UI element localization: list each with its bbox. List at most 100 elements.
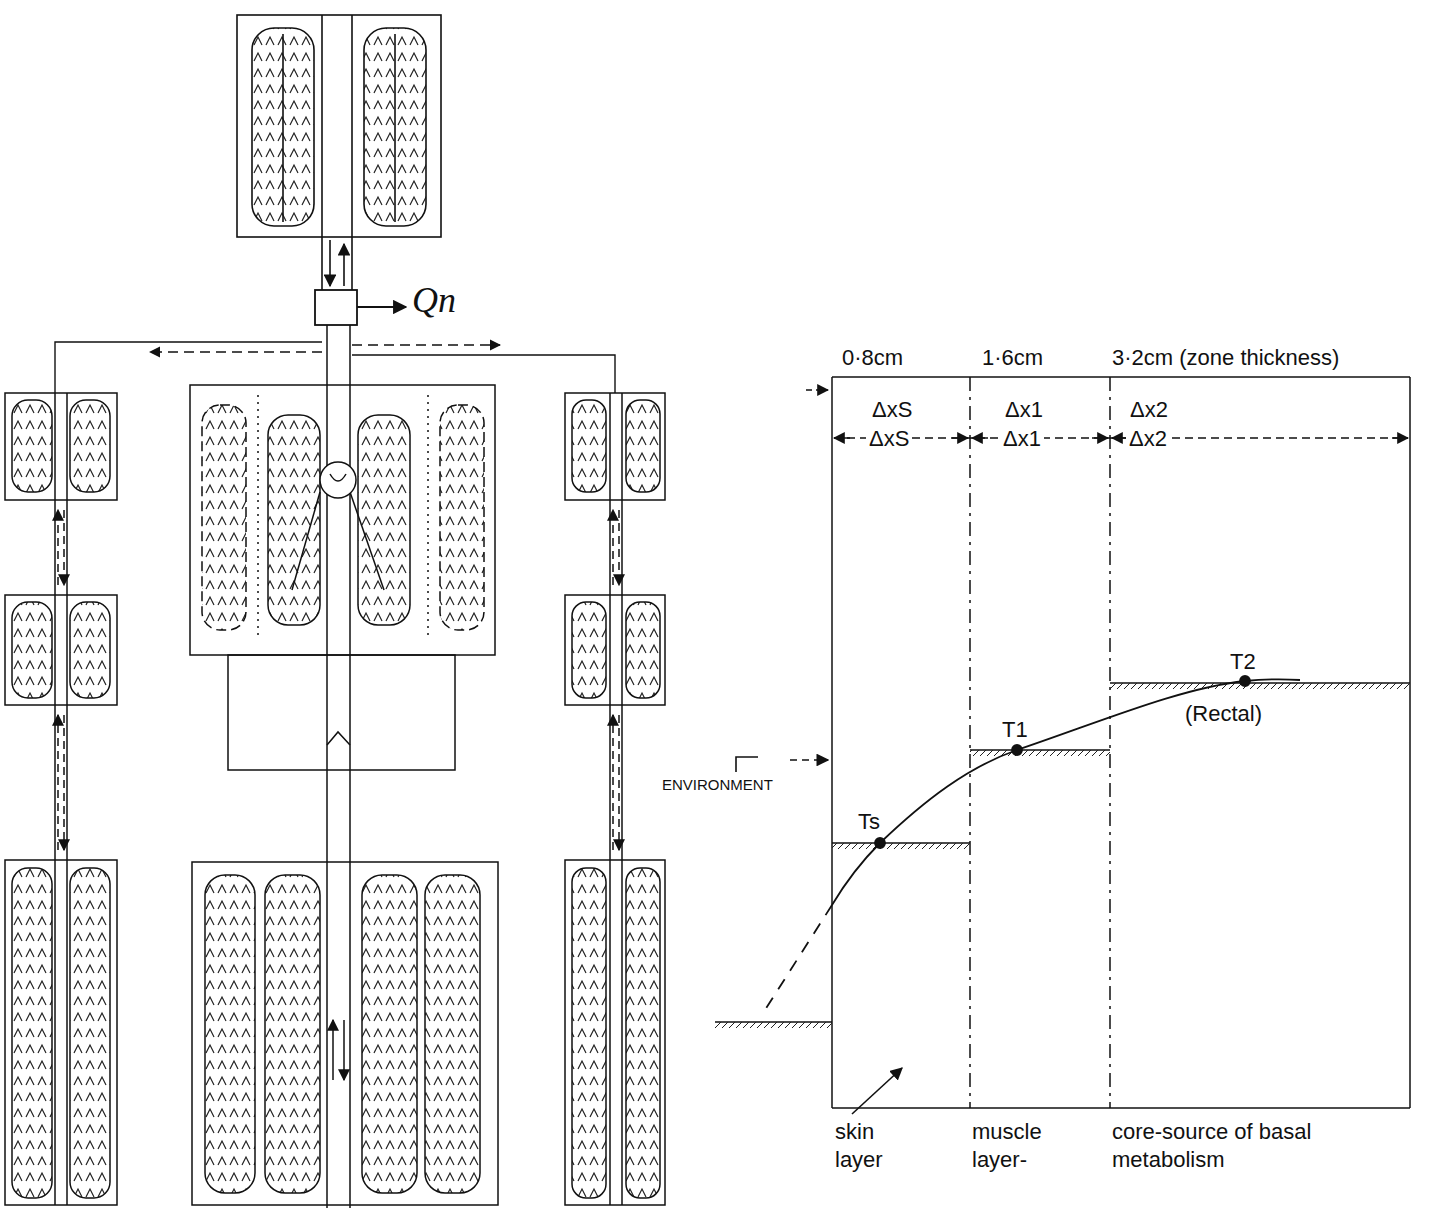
head-segment-part <box>329 240 331 286</box>
left-arm-part <box>70 868 110 1198</box>
trunk-segment-part <box>257 395 259 640</box>
arm-vessels-part <box>352 355 615 393</box>
zone-label: Δx1 <box>1000 425 1044 453</box>
left-arm <box>5 393 117 1205</box>
layer-zones-part <box>806 389 828 391</box>
leader-line <box>852 1068 902 1114</box>
layer-zones-part <box>1109 377 1111 1108</box>
pelvis-segment-part <box>228 655 455 770</box>
layer-zones-part <box>972 437 988 439</box>
left-arm-part <box>5 595 117 705</box>
leg-segment-part <box>332 1020 334 1080</box>
zone-label: Δx2 <box>1130 396 1168 424</box>
zone-label: Δx1 <box>1005 396 1043 424</box>
left-arm-part <box>63 715 65 850</box>
right-arm-part <box>565 393 665 500</box>
pelvis-segment <box>228 655 455 770</box>
layer-label: skin layer <box>835 1118 925 1173</box>
head-segment <box>237 15 441 290</box>
layer-zones-part <box>834 437 850 439</box>
left-arm-part <box>5 860 117 1205</box>
right-arm-part <box>572 602 606 698</box>
head-segment-part <box>343 244 345 286</box>
layer-zones-part <box>834 437 1408 439</box>
right-arm-part <box>618 715 620 850</box>
right-arm-part <box>626 400 660 492</box>
temperature-label: Ts <box>858 808 880 836</box>
dimension-label: 1·6cm <box>982 344 1043 372</box>
left-arm-part <box>63 510 65 585</box>
heat-flow-arrow <box>315 290 406 325</box>
temperature-label: T1 <box>1002 716 1028 744</box>
trunk-segment-part <box>320 462 356 498</box>
trunk-segment-part <box>440 405 484 630</box>
left-arm-part <box>5 393 117 500</box>
zone-label: ΔxS <box>872 396 912 424</box>
layer-zones-part <box>1092 437 1108 439</box>
right-arm-part <box>565 595 665 705</box>
temperature-profile-part <box>832 679 1300 905</box>
right-arm-part <box>626 868 660 1198</box>
region-label: ENVIRONMENT <box>662 776 773 795</box>
head-segment-part <box>364 28 426 226</box>
head-segment-part <box>252 28 314 226</box>
dimension-label: 3·2cm (zone thickness) <box>1112 344 1339 372</box>
trunk-segment-part <box>190 385 495 655</box>
trunk-segment-part <box>427 395 429 640</box>
right-arm-part <box>618 510 620 585</box>
right-arm <box>565 393 665 1205</box>
trunk-segment <box>190 325 495 1208</box>
zone-label: Δx2 <box>1126 425 1170 453</box>
trunk-segment-part <box>292 492 320 590</box>
heat-flow-arrow-part <box>315 290 357 325</box>
leg-segment-part <box>192 862 498 1205</box>
right-arm-part <box>621 393 623 1205</box>
layer-zones-part <box>1392 437 1408 439</box>
trunk-segment-part <box>330 474 346 481</box>
left-arm-part <box>12 602 52 698</box>
temperature-profile <box>765 676 1300 1010</box>
layer-zones <box>806 377 1410 1108</box>
head-segment-part <box>321 15 323 290</box>
trunk-segment-part <box>350 492 384 590</box>
temperature-profile-part <box>1012 745 1022 755</box>
arm-vessels-part <box>150 351 322 352</box>
right-arm-part <box>572 400 606 492</box>
left-arm-part <box>12 400 52 492</box>
temperature-levels-part <box>1110 683 1410 689</box>
head-segment-part <box>237 15 441 237</box>
right-arm-part <box>609 393 611 1205</box>
dimension-label: 0·8cm <box>842 344 903 372</box>
temperature-levels-part <box>832 843 970 849</box>
environment-marker <box>736 757 828 772</box>
arm-vessels-part <box>352 344 500 345</box>
leg-segment-part <box>265 875 320 1193</box>
left-arm-part <box>66 393 68 1205</box>
environment-marker-part <box>790 759 828 761</box>
heat-flow-arrow-part <box>357 306 406 308</box>
head-segment-part <box>282 34 284 222</box>
pelvis-segment-part <box>327 732 350 745</box>
leader-line-part <box>852 1068 902 1114</box>
temperature-profile-part <box>875 838 885 848</box>
trunk-segment-part <box>358 415 410 625</box>
left-arm-part <box>70 602 110 698</box>
layer-zones-part <box>831 377 833 1108</box>
layer-zones-part <box>1409 377 1411 1108</box>
right-arm-part <box>626 602 660 698</box>
flow-label: Qn <box>412 278 456 323</box>
note-label: (Rectal) <box>1185 700 1262 728</box>
right-arm-part <box>572 868 606 1198</box>
leg-segment <box>192 862 498 1205</box>
leg-segment-part <box>343 1020 345 1080</box>
left-arm-part <box>70 400 110 492</box>
right-arm-part <box>612 715 614 850</box>
leg-segment-part <box>362 875 417 1193</box>
layer-zones-part <box>832 376 1410 378</box>
leg-segment-part <box>205 875 255 1193</box>
left-arm-part <box>54 393 56 1205</box>
layer-zones-part <box>969 377 971 1108</box>
temperature-profile-part <box>765 905 832 1010</box>
temperature-profile-part <box>1240 676 1250 686</box>
